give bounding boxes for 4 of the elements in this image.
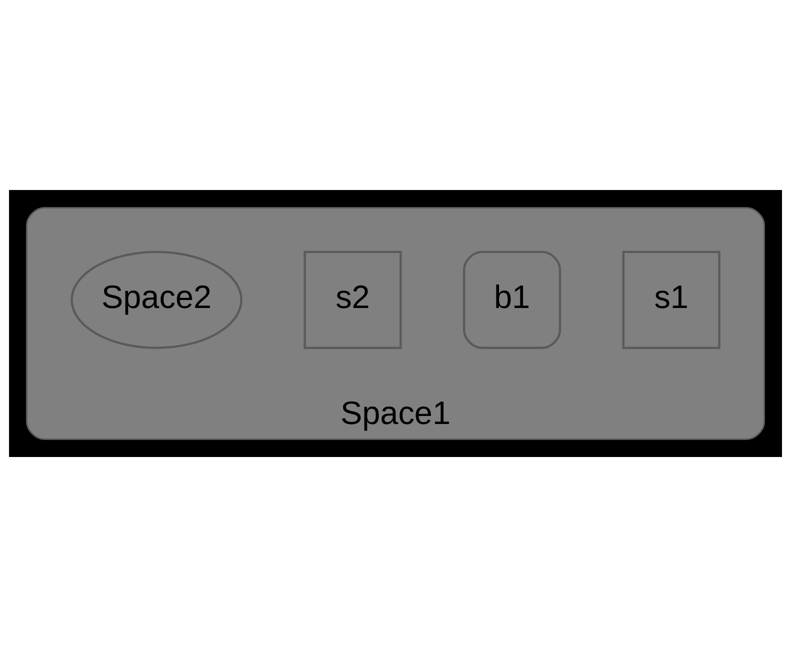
node-box: b1 <box>462 250 562 348</box>
node-box: s1 <box>622 250 720 348</box>
node-box: s2 <box>304 250 402 348</box>
node-ellipse: Space2 <box>70 250 242 348</box>
